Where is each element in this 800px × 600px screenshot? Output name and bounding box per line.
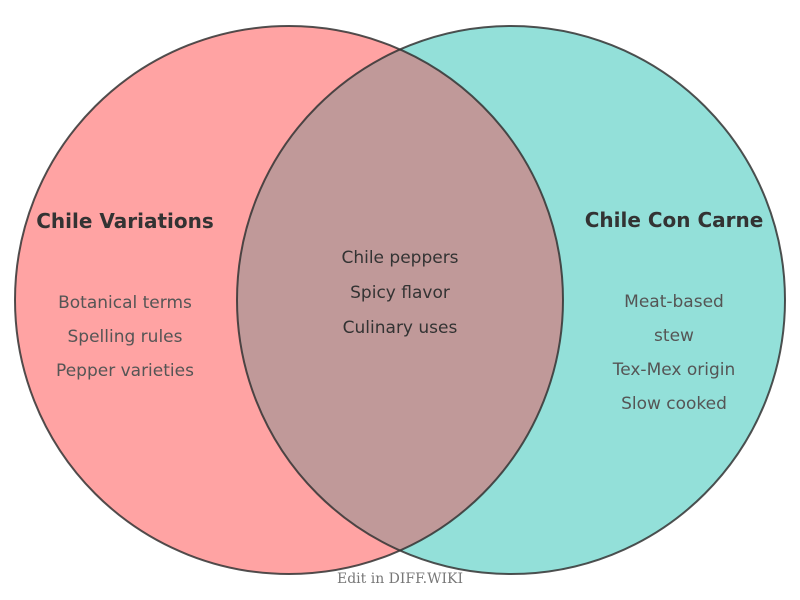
left-circle-outline [14,25,564,575]
overlap-item: Chile peppers [341,248,459,268]
overlap-region [237,26,563,574]
edit-in-diffwiki-link[interactable]: Edit in DIFF.WIKI [336,571,464,587]
right-item: Meat-based stew [624,292,724,346]
right-circle-outline [236,25,786,575]
overlap-items: Chile peppers Spicy flavor Culinary uses [341,241,458,346]
right-item: Slow cooked [621,394,727,414]
right-set-items: Meat-based stew Tex-Mex origin Slow cook… [611,285,737,421]
left-set-items: Botanical terms Spelling rules Pepper va… [56,286,194,388]
right-set-title: Chile Con Carne [584,208,764,232]
left-set-title: Chile Variations [36,209,214,233]
left-item: Pepper varieties [56,361,194,381]
overlap-item: Culinary uses [342,318,458,338]
right-item: Tex-Mex origin [612,360,736,380]
left-item: Spelling rules [67,327,183,347]
left-item: Botanical terms [58,293,192,313]
overlap-item: Spicy flavor [350,283,450,303]
